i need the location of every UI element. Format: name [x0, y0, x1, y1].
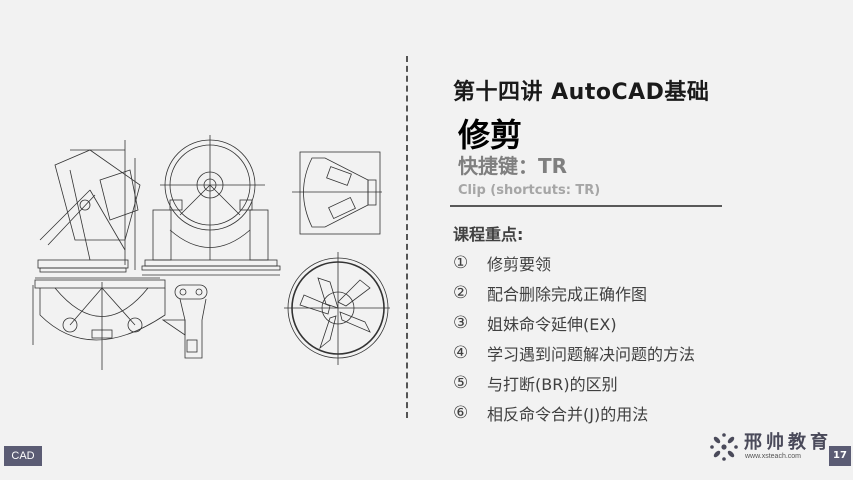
item-text: 姐妹命令延伸(EX)	[487, 315, 617, 334]
focus-heading: 课程重点:	[453, 225, 524, 244]
focus-item: ④ 学习遇到问题解决问题的方法	[453, 338, 695, 368]
cradle-drawing	[32, 279, 166, 370]
focus-item: ⑥ 相反命令合并(J)的用法	[453, 398, 695, 428]
item-number: ⑤	[453, 373, 469, 393]
page-number: 17	[829, 446, 851, 466]
brand-name: 邢帅教育	[744, 432, 832, 453]
focus-item: ② 配合删除完成正确作图	[453, 278, 695, 308]
cone-view-drawing	[292, 151, 382, 235]
focus-item: ③ 姐妹命令延伸(EX)	[453, 308, 695, 338]
side-view-drawing	[35, 140, 160, 279]
blade-section-drawing	[284, 252, 390, 365]
brand-logo-icon	[710, 433, 738, 461]
bracket-drawing	[161, 284, 208, 359]
english-subtitle: Clip (shortcuts: TR)	[458, 183, 601, 198]
item-number: ④	[453, 343, 469, 363]
dashed-divider	[406, 56, 408, 418]
category-badge: CAD	[4, 446, 42, 466]
shortcut-label: 快捷键：TR	[458, 154, 568, 178]
title-underline	[450, 205, 722, 207]
item-text: 配合删除完成正确作图	[487, 285, 648, 304]
item-number: ①	[453, 253, 469, 273]
item-text: 相反命令合并(J)的用法	[487, 405, 649, 424]
topic-title: 修剪	[458, 116, 523, 154]
focus-item: ⑤ 与打断(BR)的区别	[453, 368, 695, 398]
focus-list: ① 修剪要领 ② 配合删除完成正确作图 ③ 姐妹命令延伸(EX) ④ 学习遇到问…	[453, 248, 695, 428]
cad-drawing-illustration	[32, 135, 390, 370]
item-number: ⑥	[453, 403, 469, 423]
lesson-title: 第十四讲 AutoCAD基础	[453, 80, 710, 105]
front-view-drawing	[141, 135, 281, 276]
item-number: ③	[453, 313, 469, 333]
item-text: 学习遇到问题解决问题的方法	[487, 345, 696, 364]
item-number: ②	[453, 283, 469, 303]
brand-url: www.xsteach.com	[745, 453, 802, 460]
brand-logo: 邢帅教育 www.xsteach.com	[708, 430, 828, 466]
item-text: 修剪要领	[487, 255, 552, 274]
item-text: 与打断(BR)的区别	[487, 375, 618, 394]
focus-item: ① 修剪要领	[453, 248, 695, 278]
